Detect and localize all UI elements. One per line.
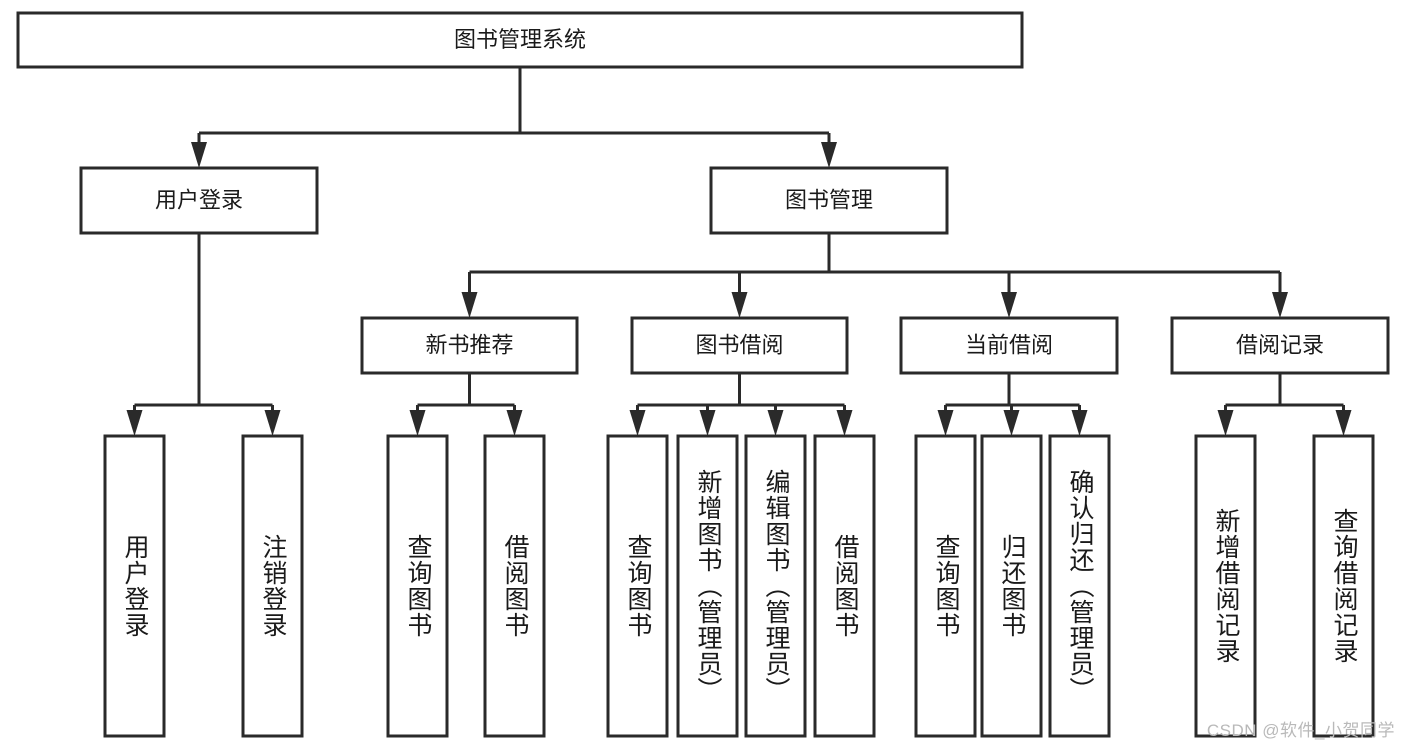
node-leaf-borrow-book-rec[interactable] bbox=[483, 434, 546, 738]
node-book-borrow[interactable] bbox=[630, 316, 849, 375]
arrow-head bbox=[836, 410, 853, 436]
arrow-head bbox=[191, 142, 207, 168]
arrow-head bbox=[699, 410, 716, 436]
watermark: CSDN @软件_小贺同学 bbox=[1206, 721, 1395, 740]
arrow-head bbox=[629, 410, 646, 436]
arrow-head bbox=[1335, 410, 1352, 436]
node-leaf-return-book[interactable] bbox=[980, 434, 1043, 738]
node-root-label: 图书管理系统 bbox=[454, 27, 586, 52]
node-leaf-query-book-cur[interactable] bbox=[914, 434, 977, 738]
node-leaf-add-book[interactable] bbox=[676, 434, 739, 738]
arrow-head bbox=[767, 410, 784, 436]
node-leaf-edit-book[interactable] bbox=[744, 434, 807, 738]
node-borrow-record-label: 借阅记录 bbox=[1236, 332, 1324, 357]
node-new-book-recommend[interactable] bbox=[360, 316, 579, 375]
node-user-login-label: 用户登录 bbox=[155, 187, 243, 212]
arrow-head bbox=[506, 410, 523, 436]
arrow-head bbox=[731, 292, 748, 318]
node-book-manage-label: 图书管理 bbox=[785, 187, 873, 212]
node-leaf-logout[interactable] bbox=[241, 434, 304, 738]
node-leaf-query-book-rec[interactable] bbox=[386, 434, 449, 738]
node-current-borrow[interactable] bbox=[899, 316, 1119, 375]
node-user-login[interactable] bbox=[79, 166, 319, 235]
arrow-head bbox=[126, 410, 143, 436]
node-book-borrow-label: 图书借阅 bbox=[695, 332, 783, 357]
arrow-head bbox=[1217, 410, 1234, 436]
arrow-head bbox=[1071, 410, 1088, 436]
node-leaf-query-record[interactable] bbox=[1312, 434, 1375, 738]
arrow-head bbox=[821, 142, 837, 168]
boxes-layer bbox=[16, 11, 1390, 738]
node-current-borrow-label: 当前借阅 bbox=[965, 332, 1053, 357]
node-leaf-borrow-book-bor[interactable] bbox=[813, 434, 876, 738]
node-leaf-add-record[interactable] bbox=[1194, 434, 1257, 738]
arrow-head bbox=[409, 410, 426, 436]
arrow-head bbox=[1272, 292, 1288, 318]
node-new-book-recommend-label: 新书推荐 bbox=[425, 332, 513, 357]
arrow-head bbox=[264, 410, 281, 436]
node-root[interactable] bbox=[16, 11, 1024, 69]
node-leaf-confirm-return[interactable] bbox=[1048, 434, 1111, 738]
node-leaf-user-login[interactable] bbox=[103, 434, 166, 738]
arrow-head bbox=[937, 410, 954, 436]
node-borrow-record[interactable] bbox=[1170, 316, 1390, 375]
arrow-head bbox=[1003, 410, 1020, 436]
arrow-head bbox=[461, 292, 478, 318]
arrow-head bbox=[1001, 292, 1017, 318]
node-leaf-query-book-bor[interactable] bbox=[606, 434, 669, 738]
node-book-manage[interactable] bbox=[709, 166, 949, 235]
connectors-layer bbox=[126, 67, 1352, 436]
